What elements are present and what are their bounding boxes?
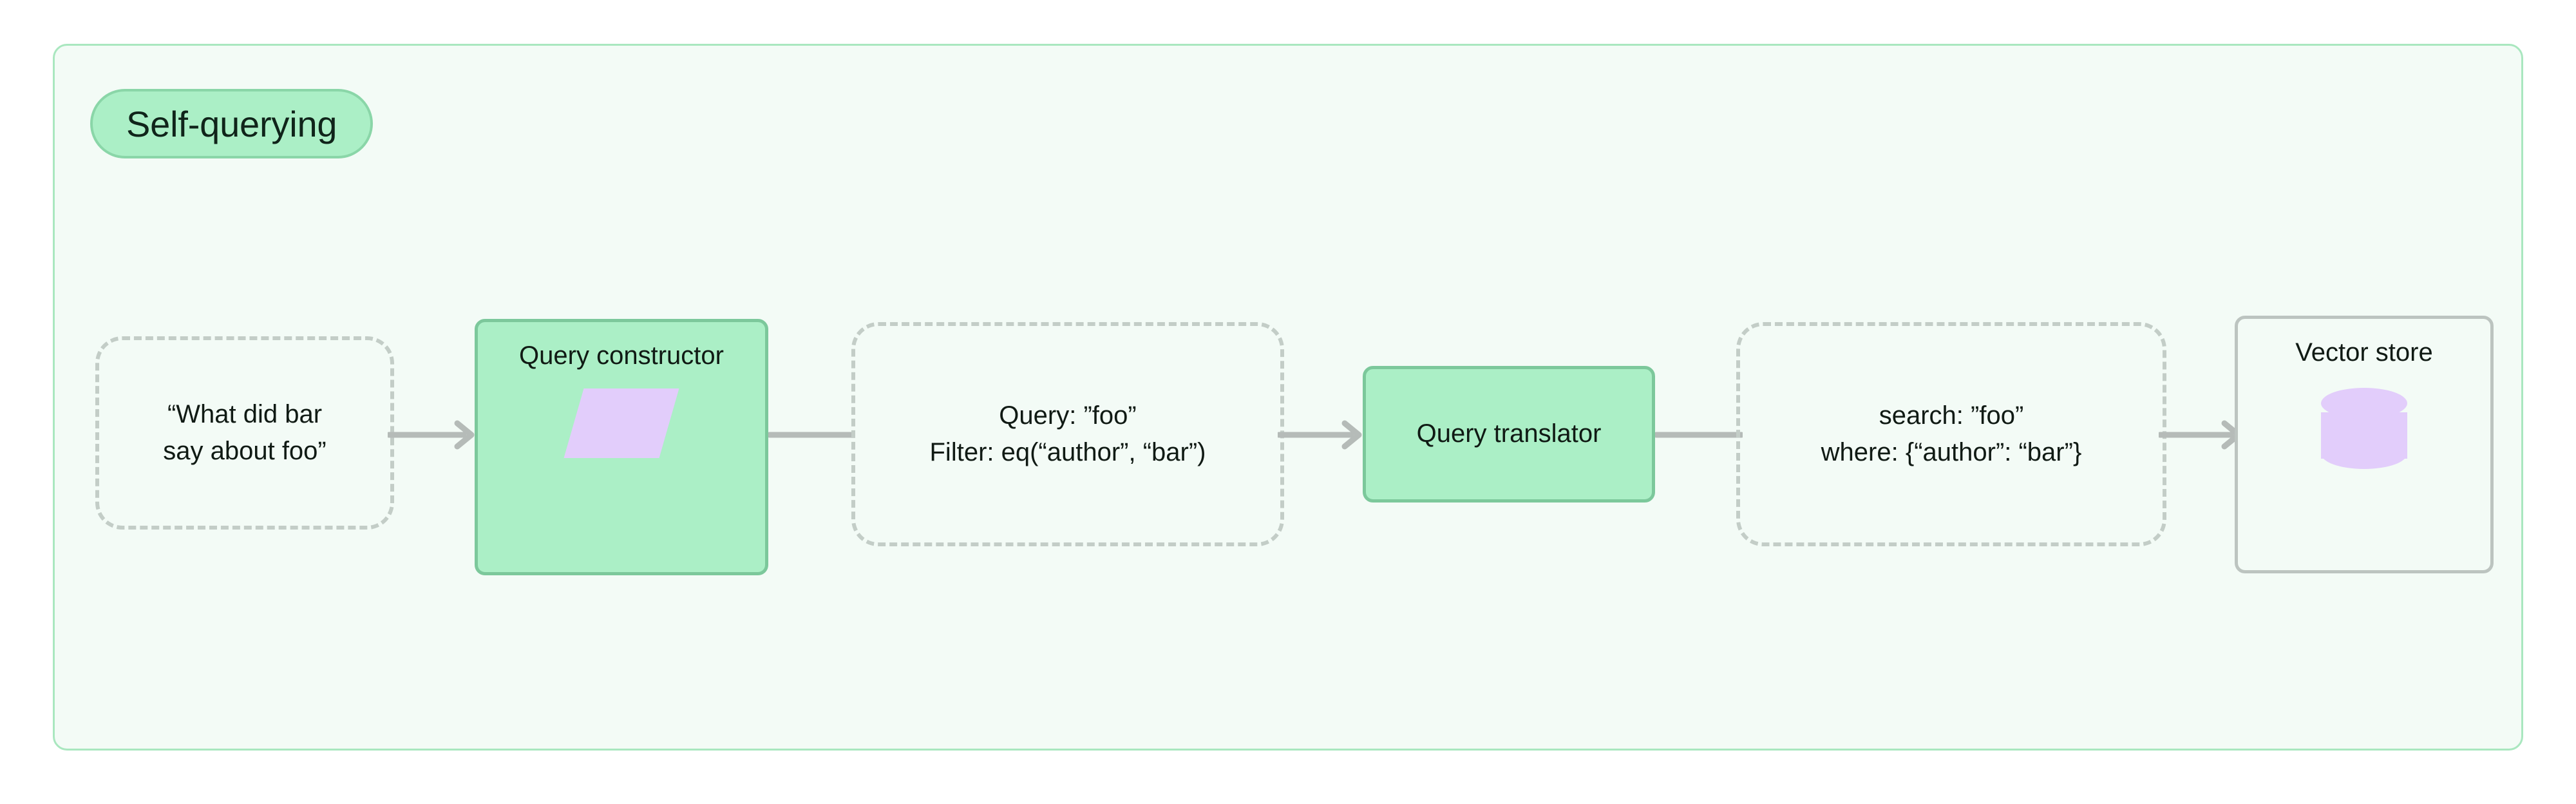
node-query-translator-label: Query translator xyxy=(1416,419,1602,448)
edge-structured-to-translator xyxy=(1278,416,1365,454)
subgraph-container xyxy=(53,44,2523,751)
database-cylinder-icon xyxy=(2321,387,2407,469)
node-structured-query[interactable]: Query: ”foo” Filter: eq(“author”, “bar”) xyxy=(851,322,1284,546)
node-native-query-line-2: where: {“author”: “bar”} xyxy=(1821,438,2082,466)
node-query-translator[interactable]: Query translator xyxy=(1363,366,1655,503)
node-native-query-line-1: search: ”foo” xyxy=(1879,401,2024,430)
node-vector-store[interactable]: Vector store xyxy=(2235,316,2494,573)
edge-question-to-constructor xyxy=(388,416,478,454)
node-structured-query-line-1: Query: ”foo” xyxy=(999,401,1137,430)
node-native-query[interactable]: search: ”foo” where: {“author”: “bar”} xyxy=(1736,322,2166,546)
node-vector-store-label: Vector store xyxy=(2295,338,2433,367)
node-user-question[interactable]: “What did bar say about foo” xyxy=(95,336,394,530)
cylinder-top xyxy=(2321,387,2407,419)
node-query-constructor[interactable]: Query constructor xyxy=(475,319,768,575)
node-user-question-line-2: say about foo” xyxy=(163,437,327,465)
edge-native-to-store xyxy=(2159,416,2246,454)
edge-translator-to-native xyxy=(1655,416,1743,454)
llm-parallelogram-icon xyxy=(564,388,679,458)
node-query-constructor-label: Query constructor xyxy=(519,341,724,370)
node-user-question-line-1: “What did bar xyxy=(167,400,323,429)
subgraph-title-badge: Self-querying xyxy=(90,89,374,158)
edge-constructor-to-structured xyxy=(768,416,853,454)
node-structured-query-line-2: Filter: eq(“author”, “bar”) xyxy=(929,438,1206,466)
